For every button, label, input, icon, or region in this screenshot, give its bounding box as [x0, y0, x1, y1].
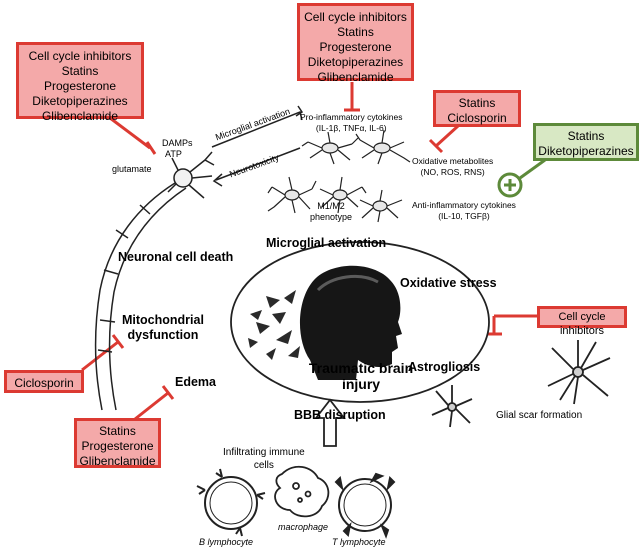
- neuron-cell: [94, 151, 215, 411]
- infiltrating-cells-label: Infiltrating immune cells: [223, 446, 305, 472]
- anti-inflammatory-label: Anti-inflammatory cytokines (IL-10, TGFβ…: [412, 200, 516, 222]
- t-lymphocyte-cell: [334, 472, 396, 539]
- drug-box-top-left: Cell cycle inhibitors Statins Progestero…: [16, 42, 144, 123]
- m1m2-title: M1/M2: [317, 201, 345, 211]
- oxidative-stress-label: Oxidative stress: [400, 276, 497, 290]
- tbi-line-2: injury: [341, 376, 381, 393]
- drug-name: Diketopiperazines: [32, 94, 128, 108]
- drug-name: Statins: [61, 64, 99, 78]
- inhibitor-lines: [81, 82, 537, 425]
- b-lymphocyte-label: B lymphocyte: [199, 537, 254, 547]
- anti-inflammatory-list: (IL-10, TGFβ): [438, 211, 490, 222]
- microglial-activation-title: Microglial activation: [266, 236, 387, 250]
- macrophage-label: macrophage: [278, 522, 329, 532]
- drug-name: Ciclosporin: [14, 376, 74, 390]
- b-lymphocyte-cell: [196, 468, 266, 537]
- bbb-disruption-label: BBB disruption: [294, 408, 386, 422]
- drug-box-bottom-left: Statins Progesterone Glibenclamide: [74, 418, 161, 468]
- drug-name: Cell cycle inhibitors: [558, 311, 606, 337]
- pro-inflammatory-label: Pro-inflammatory cytokines (IL-1β, TNFα,…: [300, 112, 403, 134]
- astrocyte-cells: [431, 340, 611, 428]
- oxidative-metabolites-label: Oxidative metabolites (NO, ROS, RNS): [412, 156, 493, 178]
- m1m2-subtitle: phenotype: [310, 212, 353, 223]
- drug-name: Statins: [567, 129, 605, 143]
- glutamate-label: glutamate: [112, 164, 152, 174]
- dysfunction-text: dysfunction: [127, 328, 199, 342]
- macrophage-cell: [274, 465, 330, 518]
- drug-name: Statins: [99, 424, 136, 438]
- up-arrow: [314, 398, 346, 447]
- microglia-cells: [267, 129, 411, 223]
- glial-scar-label: Glial scar formation: [496, 410, 583, 421]
- drug-box-green: Statins Diketopiperazines: [533, 123, 639, 161]
- pro-inflammatory-title: Pro-inflammatory cytokines: [300, 112, 403, 122]
- m1m2-label: M1/M2 phenotype: [310, 201, 352, 224]
- edema-label: Edema: [175, 375, 216, 389]
- drug-name: Glibenclamide: [41, 109, 119, 123]
- tbi-title: Traumatic brain injury: [296, 360, 426, 392]
- drug-name: Cell cycle inhibitors: [28, 49, 132, 63]
- drug-name: Cell cycle inhibitors: [304, 10, 407, 24]
- drug-box-statins-ciclosporin: Statins Ciclosporin: [433, 90, 521, 127]
- t-lymphocyte-label: T lymphocyte: [332, 537, 386, 547]
- infiltrating-line-1: Infiltrating immune: [223, 447, 305, 458]
- oxidative-metabolites-list: (NO, ROS, RNS): [420, 167, 485, 178]
- activator-connector: [497, 158, 546, 198]
- anti-inflammatory-title: Anti-inflammatory cytokines: [412, 200, 516, 210]
- drug-name: Statins: [337, 25, 374, 39]
- drug-box-ciclosporin: Ciclosporin: [4, 370, 84, 393]
- mitochondrial-dysfunction-label: Mitochondrial dysfunction: [122, 313, 204, 343]
- drug-box-top-center: Cell cycle inhibitors Statins Progestero…: [297, 3, 414, 84]
- tbi-line-1: Traumatic brain: [308, 360, 414, 376]
- drug-name: Ciclosporin: [447, 111, 507, 125]
- damps-atp-label: DAMPs ATP: [162, 138, 193, 160]
- drug-box-cell-cycle: Cell cycle inhibitors: [537, 306, 627, 337]
- damps-text: DAMPs: [162, 138, 193, 148]
- drug-name: Progesterone: [81, 439, 154, 453]
- microglia-cycle-arrows: [211, 105, 304, 187]
- drug-name: Diketopiperazines: [538, 144, 634, 158]
- astrogliosis-label: Astrogliosis: [408, 360, 481, 374]
- pro-inflammatory-list: (IL-1β, TNFα, IL-6): [315, 123, 387, 134]
- infiltrating-line-2: cells: [253, 460, 274, 471]
- neuronal-cell-death-label: Neuronal cell death: [118, 250, 234, 264]
- drug-name: Statins: [458, 96, 496, 110]
- atp-text: ATP: [165, 148, 182, 159]
- drug-name: Glibenclamide: [317, 70, 394, 84]
- drug-name: Glibenclamide: [79, 454, 156, 468]
- mitochondrial-text: Mitochondrial: [122, 313, 204, 327]
- oxidative-metabolites-title: Oxidative metabolites: [412, 156, 494, 166]
- drug-name: Diketopiperazines: [307, 55, 404, 69]
- head-icon: [248, 265, 402, 380]
- drug-name: Progesterone: [43, 79, 117, 93]
- drug-name: Progesterone: [319, 40, 392, 54]
